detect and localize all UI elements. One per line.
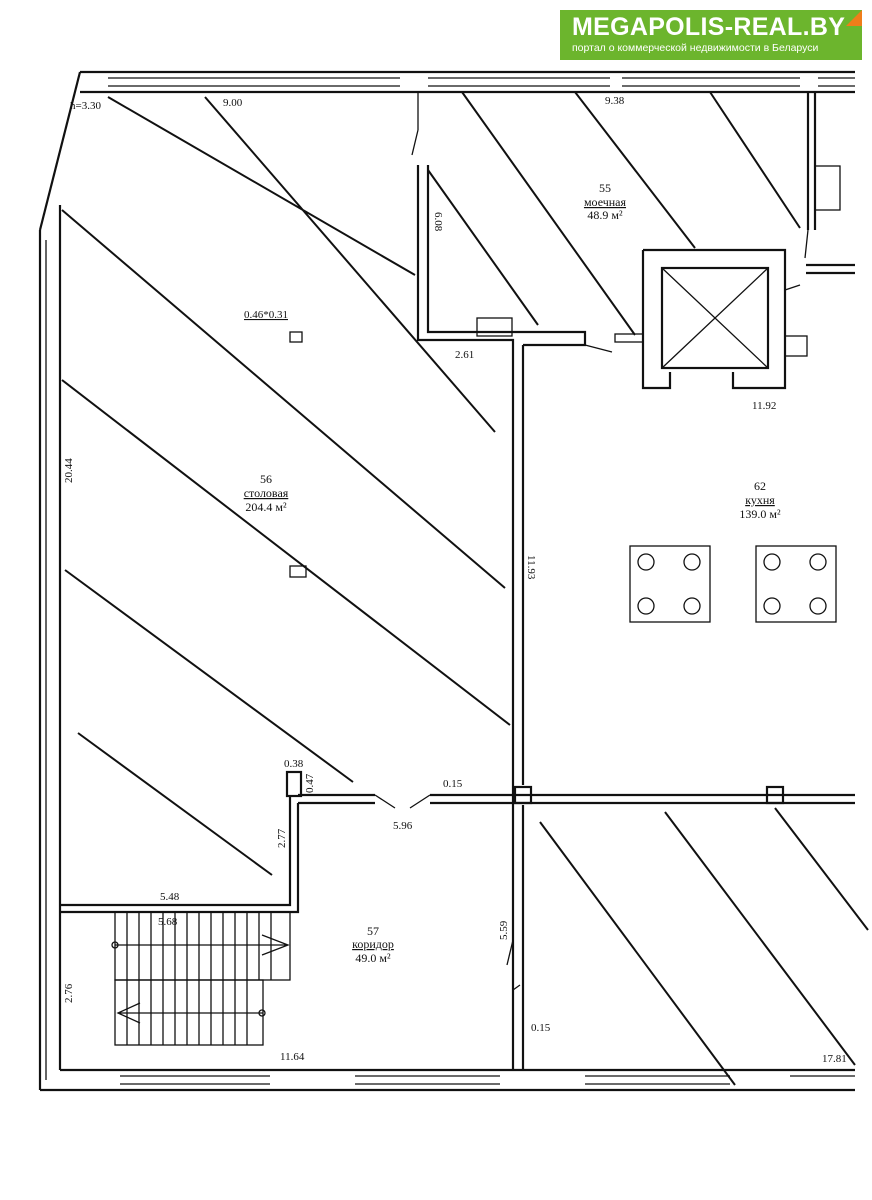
dim: 0.38: [284, 758, 304, 770]
room-area: 139.0 м²: [739, 507, 781, 521]
logo-title: MEGAPOLIS-REAL.BY: [572, 13, 846, 41]
kitchen-stove-2: [755, 545, 837, 623]
hatch-lines: [61, 91, 869, 1086]
dim: 5.68: [158, 916, 178, 928]
room-number: 55: [599, 181, 611, 195]
megapolis-logo[interactable]: MEGAPOLIS-REAL.BY портал о коммерческой …: [560, 10, 862, 60]
room-57-label: 57 коридор 49.0 м²: [352, 924, 394, 965]
room-number: 62: [754, 479, 766, 493]
dim: 5.48: [160, 891, 180, 903]
room-55-label: 55 моечная 48.9 м²: [584, 181, 627, 222]
elevator-shaft: [641, 248, 787, 390]
dim: 9.38: [605, 95, 625, 107]
outer-walls: [38, 70, 855, 1092]
dim: 2.61: [455, 349, 474, 361]
dim: 6.08: [432, 212, 444, 232]
dim: 17.81: [822, 1053, 847, 1065]
room-name: коридор: [352, 937, 394, 951]
dim: 2.77: [276, 828, 288, 848]
logo-subtitle: портал о коммерческой недвижимости в Бел…: [572, 42, 819, 54]
kitchen-stove-1: [629, 545, 711, 623]
dim-height: h=3.30: [70, 100, 101, 112]
dim: 5.96: [393, 820, 413, 832]
staircase: [111, 911, 291, 1046]
interior-walls: [60, 92, 855, 1070]
dim: 2.76: [63, 983, 75, 1003]
dim: 0.15: [531, 1022, 551, 1034]
dim: 0.47: [304, 773, 316, 793]
dim: 9.00: [223, 97, 243, 109]
room-62-label: 62 кухня 139.0 м²: [739, 479, 781, 521]
dimension-labels: h=3.30 9.00 9.38 6.08 0.46*0.31 2.61 11.…: [63, 95, 847, 1065]
room-name: моечная: [584, 195, 627, 209]
wall-opening: [289, 331, 303, 343]
dim: 20.44: [63, 458, 75, 483]
room-name: кухня: [745, 493, 775, 507]
dim: 11.92: [752, 400, 776, 412]
dim: 0.46*0.31: [244, 309, 288, 321]
room-area: 204.4 м²: [245, 500, 287, 514]
room-area: 48.9 м²: [587, 208, 623, 222]
dim: 11.64: [280, 1051, 305, 1063]
logo-corner-icon: [846, 10, 862, 26]
room-number: 56: [260, 472, 272, 486]
room-number: 57: [367, 924, 379, 938]
room-56-label: 56 столовая 204.4 м²: [244, 472, 289, 514]
room-name: столовая: [244, 486, 289, 500]
room-area: 49.0 м²: [355, 951, 391, 965]
dim: 0.15: [443, 778, 463, 790]
column-marker: [289, 565, 307, 578]
dim: 5.59: [498, 920, 510, 940]
dim: 11.93: [525, 555, 537, 580]
